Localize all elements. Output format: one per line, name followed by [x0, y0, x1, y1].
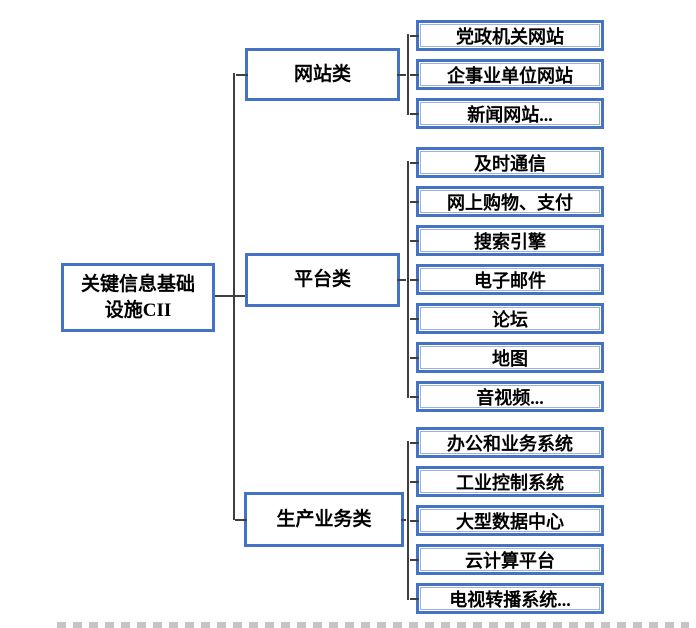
leaf-label: 大型数据中心 — [456, 511, 564, 532]
category-label: 生产业务类 — [276, 508, 372, 530]
bracket-website-group — [407, 34, 409, 115]
leaf-label: 新闻网站... — [467, 104, 553, 125]
leaf-node-map: 地图 — [410, 342, 604, 373]
leaf-label: 企事业单位网站 — [447, 65, 573, 86]
bracket-production-group — [407, 441, 409, 600]
leaf-node-forum: 论坛 — [410, 303, 604, 334]
bracket-platform-group — [407, 161, 409, 398]
leaf-label: 工业控制系统 — [456, 472, 564, 493]
leaf-label: 及时通信 — [474, 153, 546, 174]
leaf-node-industrial-control-systems: 工业控制系统 — [410, 466, 604, 497]
connector-trunk-vertical — [233, 73, 235, 520]
leaf-node-cloud-computing-platform: 云计算平台 — [410, 544, 604, 575]
leaf-label: 电视转播系统... — [449, 589, 571, 610]
leaf-node-audio-video: 音视频... — [410, 381, 604, 412]
leaf-node-large-data-centers: 大型数据中心 — [410, 505, 604, 536]
category-node-website: 网站类 — [236, 48, 406, 101]
category-label: 网站类 — [293, 63, 351, 85]
leaf-node-party-gov-websites: 党政机关网站 — [410, 20, 604, 51]
root-label-line2: 设施CII — [104, 299, 172, 321]
leaf-node-online-shopping-payment: 网上购物、支付 — [410, 186, 604, 217]
leaf-node-enterprise-websites: 企事业单位网站 — [410, 59, 604, 90]
leaf-label: 党政机关网站 — [456, 26, 564, 47]
category-node-platform: 平台类 — [245, 253, 406, 307]
truncated-caption-fragment — [57, 622, 689, 628]
leaf-label: 地图 — [492, 348, 528, 369]
category-node-production: 生产业务类 — [235, 492, 406, 547]
leaf-label: 音视频... — [476, 387, 544, 408]
leaf-node-search-engine: 搜索引擎 — [410, 225, 604, 256]
leaf-label: 论坛 — [492, 309, 528, 330]
leaf-label: 网上购物、支付 — [447, 192, 573, 213]
leaf-node-tv-broadcast-systems: 电视转播系统... — [410, 583, 604, 614]
leaf-node-news-websites: 新闻网站... — [410, 98, 604, 129]
leaf-label: 电子邮件 — [474, 270, 546, 291]
root-label-line1: 关键信息基础 — [80, 273, 195, 295]
leaf-label: 云计算平台 — [465, 550, 555, 571]
leaf-node-instant-communication: 及时通信 — [410, 147, 604, 178]
leaf-label: 搜索引擎 — [474, 231, 546, 252]
leaf-node-office-business-systems: 办公和业务系统 — [410, 427, 604, 458]
root-node: 关键信息基础 设施CII — [61, 263, 215, 332]
category-label: 平台类 — [293, 269, 351, 291]
leaf-label: 办公和业务系统 — [447, 433, 573, 454]
connector-root-to-trunk — [215, 295, 245, 297]
leaf-node-email: 电子邮件 — [410, 264, 604, 295]
root-node-label: 关键信息基础 设施CII — [81, 272, 195, 323]
